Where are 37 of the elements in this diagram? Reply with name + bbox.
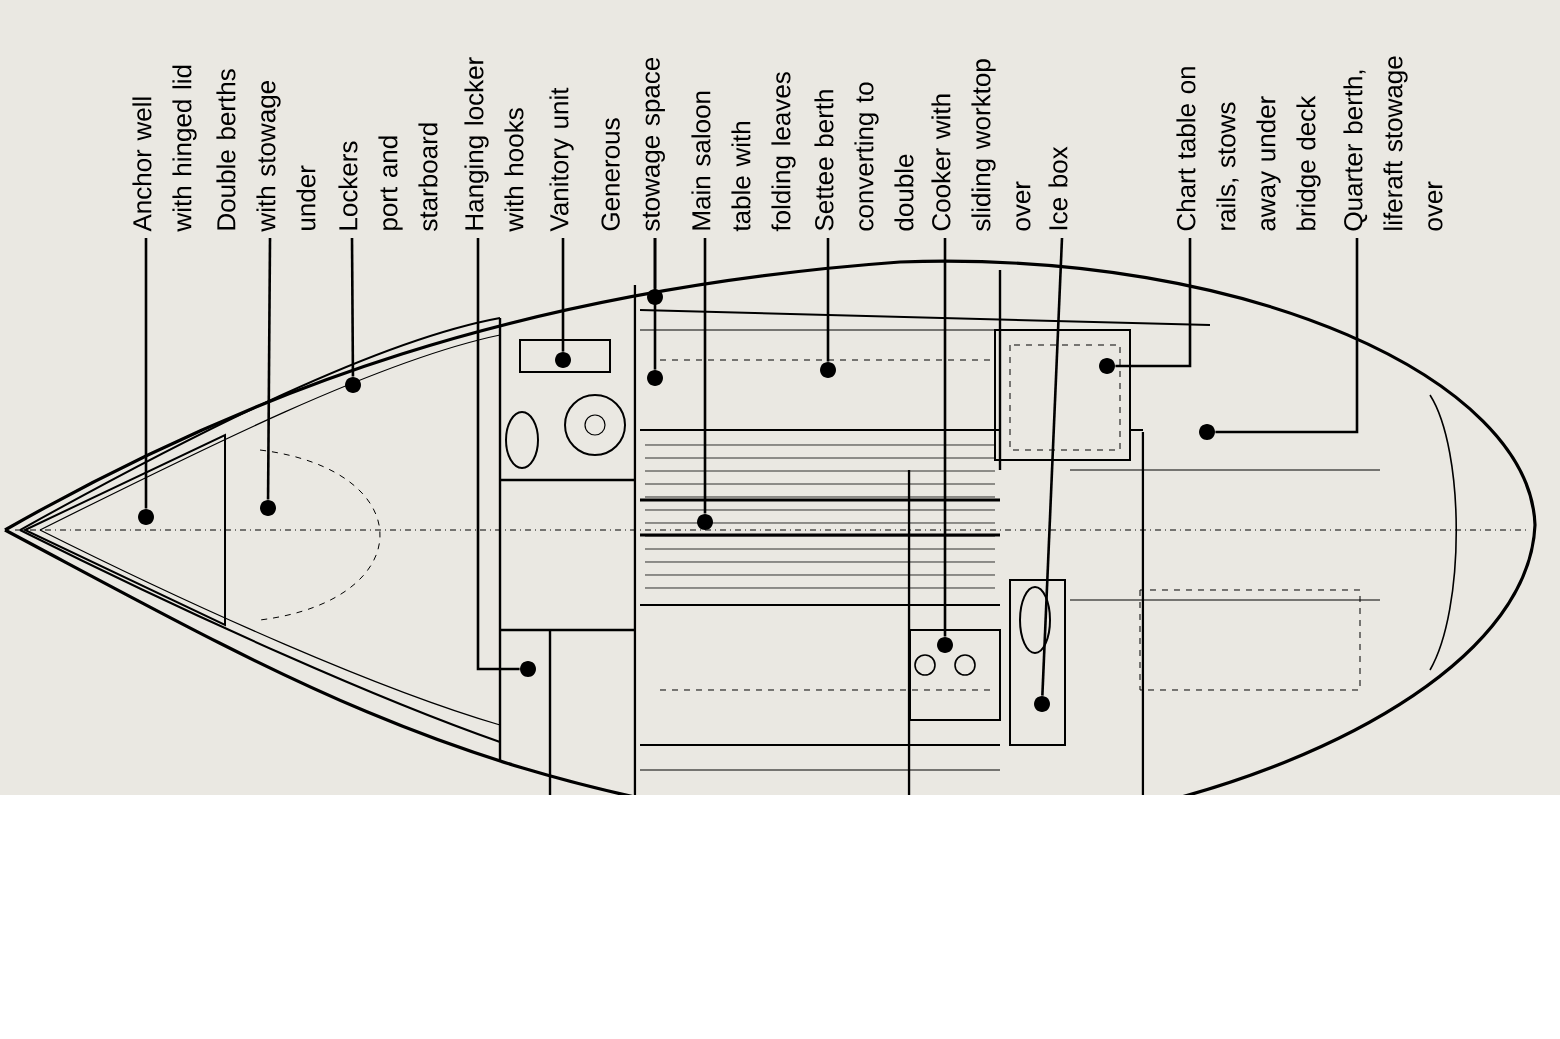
leader-dot [138, 509, 154, 525]
part-label: Main saloon table with folding leaves [691, 72, 796, 232]
leader-dot [1034, 696, 1050, 712]
part-label: Lockers port and starboard [338, 123, 438, 231]
leader-dot [260, 500, 276, 516]
leader-dot [937, 637, 953, 653]
part-label: Cooker with sliding worktop over [931, 59, 1031, 231]
leader-line [1215, 238, 1359, 434]
leader-line [266, 238, 272, 500]
part-label: Vanitory unit [549, 87, 574, 232]
leader-line [826, 238, 830, 362]
leader-dot [697, 514, 713, 530]
part-label: Double berths with stowage under [216, 69, 316, 232]
leader-dot [647, 370, 663, 386]
leader-line [1115, 238, 1192, 368]
part-label: Ice box [1048, 146, 1068, 230]
leader-line [703, 238, 707, 514]
leader-dot [820, 362, 836, 378]
part-label: Generous stowage space [601, 57, 665, 231]
leader-line [476, 238, 520, 671]
leader-line [653, 238, 657, 370]
leader-dot [520, 661, 536, 677]
part-label: Settee berth converting to double [814, 82, 914, 231]
leader-line [144, 238, 148, 509]
leader-line [1041, 237, 1064, 696]
part-label: Hanging locker with hooks [464, 57, 524, 232]
leader-line [561, 238, 565, 352]
leader-dot [345, 377, 361, 393]
leader-dot [1099, 358, 1115, 374]
part-label: Quarter berth, liferaft stowage over [1343, 56, 1443, 231]
leader-dot [647, 289, 663, 305]
leader-line [943, 238, 947, 637]
leader-dot [1199, 424, 1215, 440]
leader-line [350, 238, 355, 377]
leader-dot [555, 352, 571, 368]
part-label: Anchor well with hinged lid [132, 65, 197, 232]
part-label: Chart table on rails, stows away under bridge deck [1176, 67, 1321, 231]
